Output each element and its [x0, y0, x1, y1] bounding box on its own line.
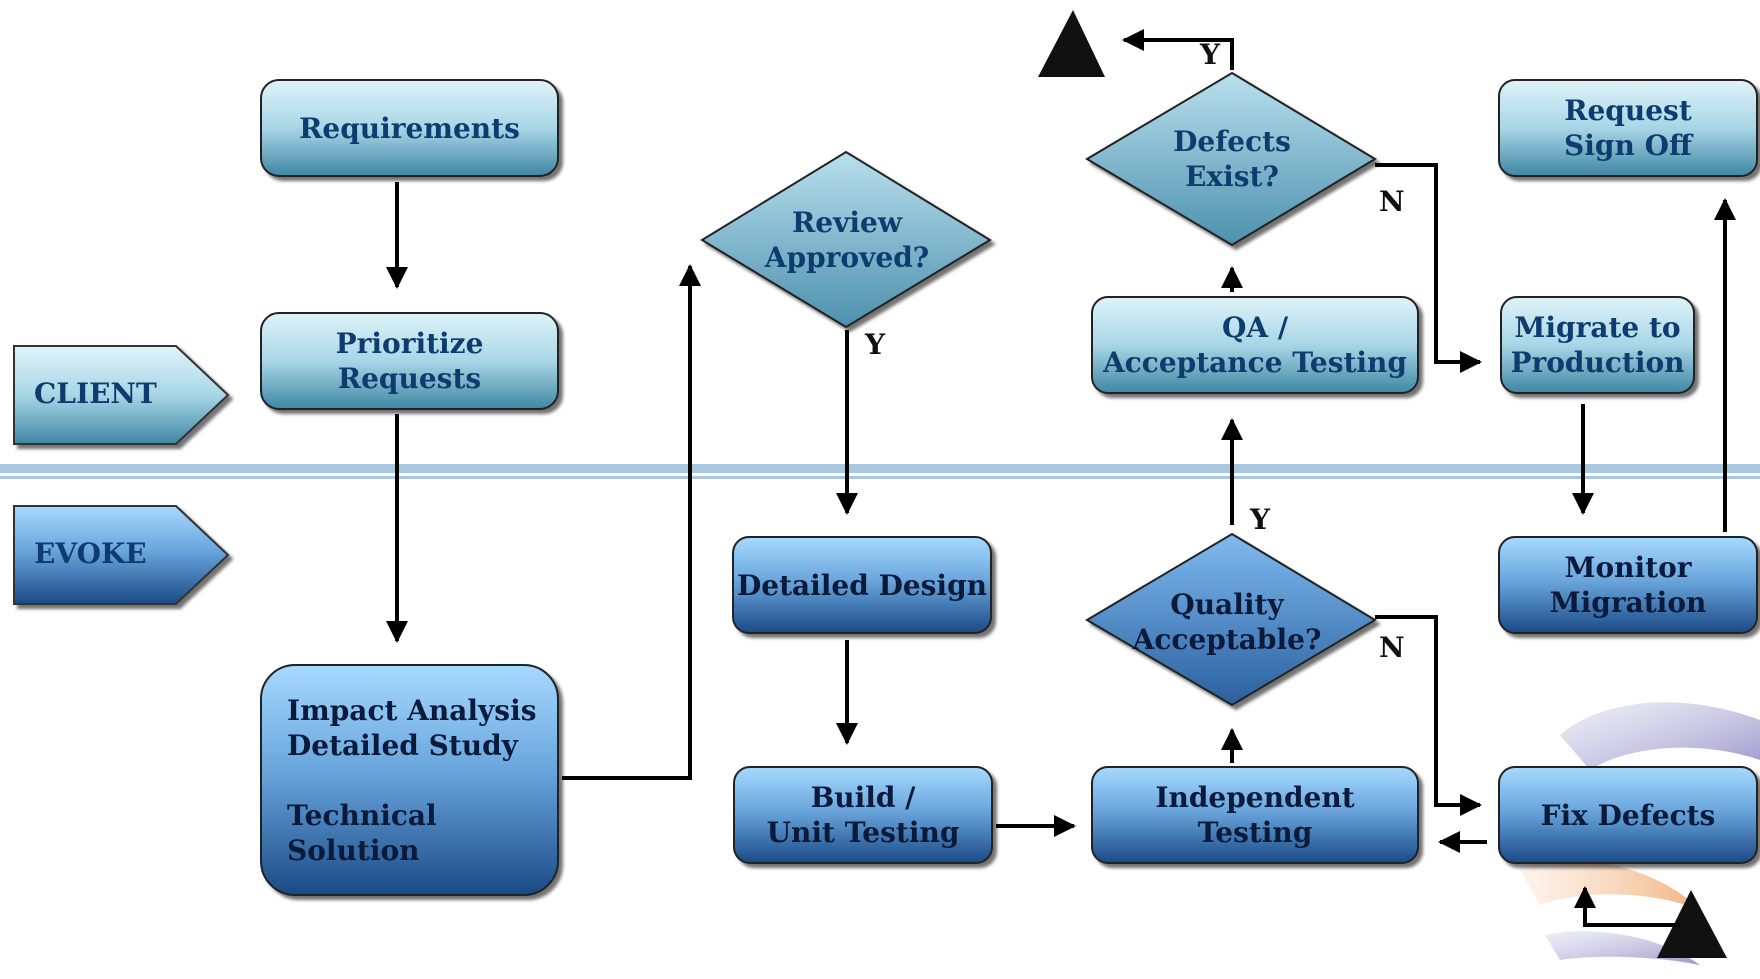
build-label: Build / Unit Testing: [766, 781, 960, 849]
box-fix: [1498, 766, 1758, 864]
triangle-bottom: [1657, 890, 1727, 958]
lane-label-client: CLIENT: [34, 377, 157, 410]
lane-tag-evoke: [13, 505, 230, 605]
box-detailed-design: [732, 536, 992, 634]
edge-label-defects-no: N: [1379, 185, 1405, 218]
independent-label: Independent Testing: [1155, 781, 1355, 849]
impact-label: Impact Analysis Detailed Study Technical…: [287, 693, 537, 867]
connectors: [386, 29, 1736, 927]
detailed-design-label: Detailed Design: [736, 568, 988, 602]
requirements-label: Requirements: [299, 111, 520, 145]
edge-label-defects-yes: Y: [1200, 38, 1220, 71]
triangle-top: [1038, 10, 1105, 77]
edge-label-quality-yes: Y: [1250, 503, 1270, 536]
lane-divider: [0, 464, 1760, 479]
box-monitor: [1498, 536, 1758, 634]
box-build: [733, 766, 993, 864]
box-independent: [1091, 766, 1419, 864]
box-request-signoff: [1498, 79, 1758, 177]
lane-tag-client: [13, 345, 230, 445]
edge-label-review-yes: Y: [865, 328, 885, 361]
box-migrate: [1500, 296, 1695, 394]
box-impact: [260, 664, 559, 896]
box-prioritize: [260, 312, 559, 410]
migrate-label: Migrate to Production: [1510, 311, 1685, 379]
lane-label-evoke: EVOKE: [34, 537, 147, 570]
defects-label: Defects Exist?: [1173, 125, 1291, 193]
qa-label: QA / Acceptance Testing: [1103, 311, 1407, 379]
quality-label: Quality Acceptable?: [1132, 588, 1322, 656]
prioritize-label: Prioritize Requests: [335, 327, 484, 395]
review-label: Review Approved?: [764, 206, 930, 274]
box-qa: [1091, 296, 1419, 394]
box-requirements: [260, 79, 559, 177]
edge-label-quality-no: N: [1379, 631, 1405, 664]
diamond-review: [700, 150, 992, 329]
diamond-quality: [1085, 532, 1377, 707]
diamond-defects: [1085, 71, 1377, 247]
fix-label: Fix Defects: [1540, 798, 1716, 832]
request-signoff-label: Request Sign Off: [1564, 94, 1692, 162]
monitor-label: Monitor Migration: [1549, 551, 1707, 619]
